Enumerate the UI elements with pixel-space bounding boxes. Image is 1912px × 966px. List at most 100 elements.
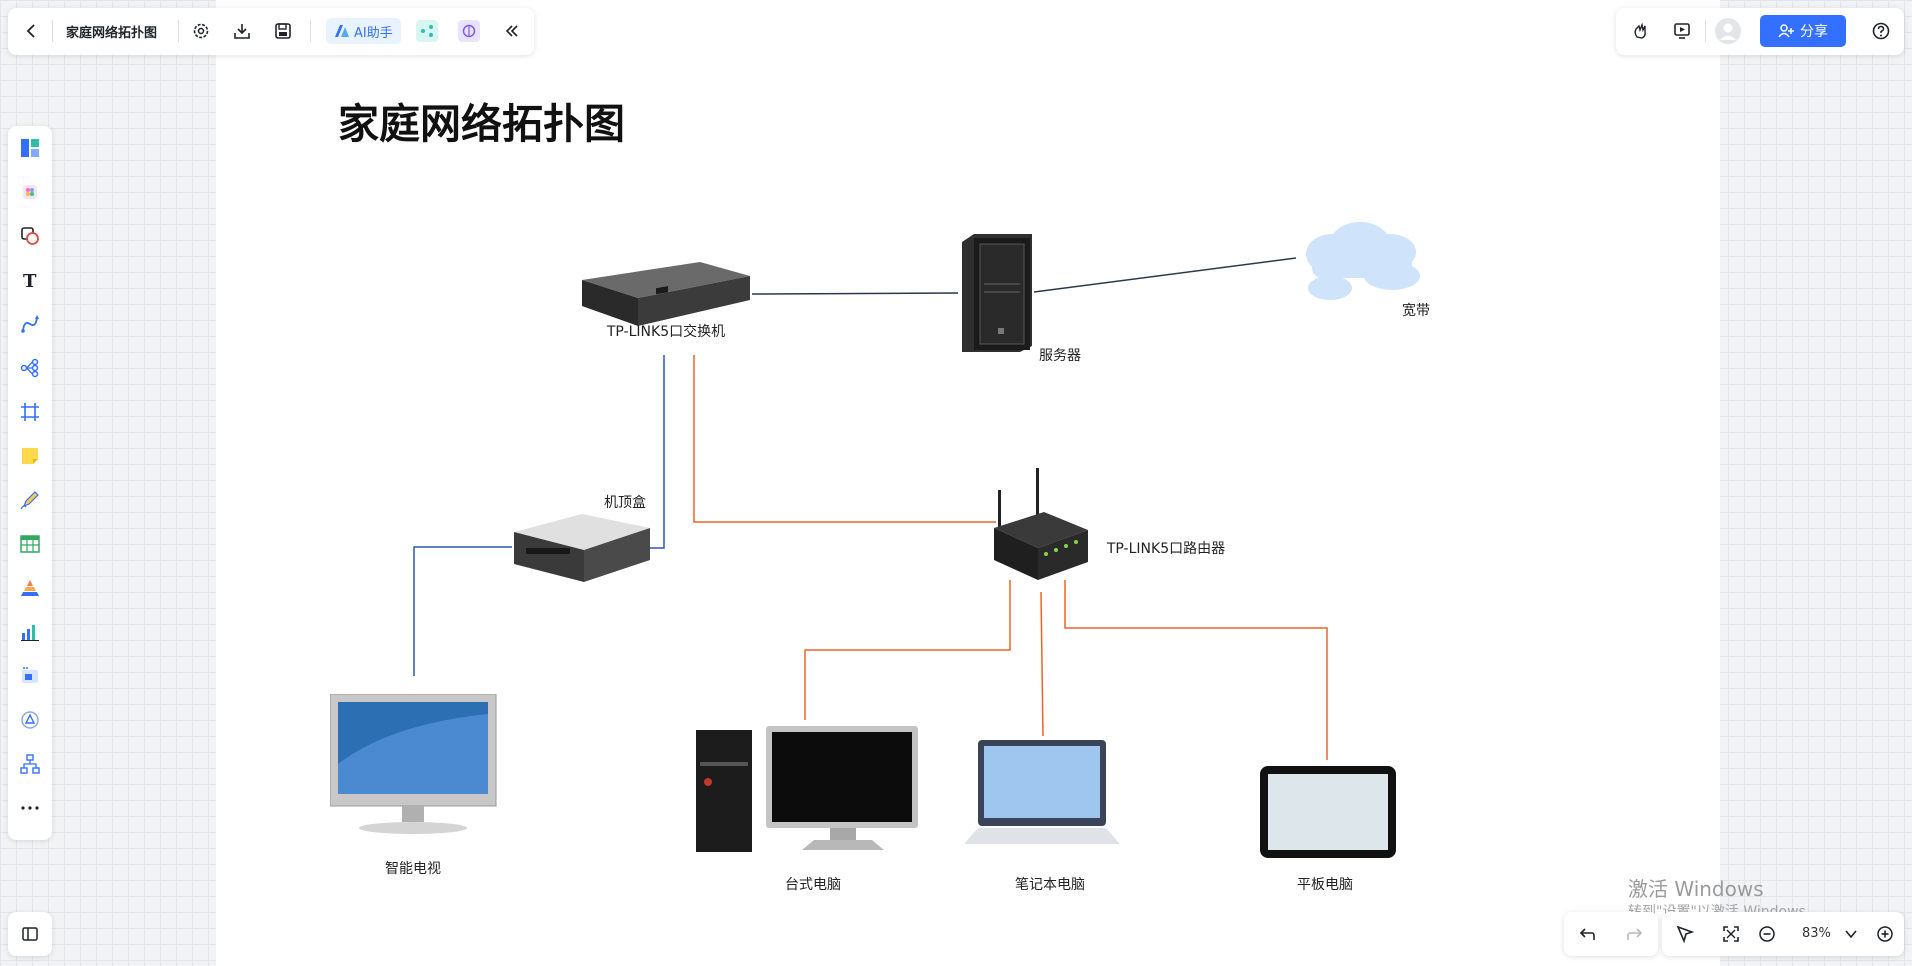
- sticky-note-icon: [22, 448, 38, 464]
- undo-icon: [1579, 928, 1595, 940]
- embed-button[interactable]: [14, 660, 46, 692]
- ai-assistant-label: AI助手: [354, 25, 393, 41]
- ai-assistant-button[interactable]: AI助手: [326, 18, 401, 44]
- router-device[interactable]: [990, 468, 1090, 584]
- chart-button[interactable]: [14, 616, 46, 648]
- broadband-label[interactable]: 宽带: [1402, 303, 1430, 319]
- link-switch-settop: [650, 355, 665, 549]
- download-button[interactable]: [227, 16, 257, 46]
- zoom-in-button[interactable]: [1870, 919, 1900, 949]
- share-button[interactable]: 分享: [1760, 15, 1846, 47]
- select-tool-button[interactable]: [1670, 919, 1700, 949]
- diagram-button[interactable]: [14, 572, 46, 604]
- settings-button[interactable]: [186, 16, 216, 46]
- outline-toggle-panel: [8, 912, 52, 956]
- pen-icon: [20, 491, 39, 510]
- back-button[interactable]: [16, 16, 46, 46]
- tablet-label[interactable]: 平板电脑: [1297, 877, 1353, 893]
- toolbar-divider: [52, 20, 53, 42]
- diagram-icon: [21, 580, 39, 596]
- link-server-broadband: [1033, 257, 1297, 293]
- text-icon: T: [23, 271, 37, 290]
- zoom-dropdown-button[interactable]: [1840, 919, 1862, 949]
- mindmap-icon: [20, 358, 39, 378]
- desktop-label[interactable]: 台式电脑: [785, 877, 841, 893]
- connector-button[interactable]: [14, 308, 46, 340]
- outline-toggle-button[interactable]: [15, 919, 45, 949]
- mindmap-button[interactable]: [14, 352, 46, 384]
- frame-button[interactable]: [14, 396, 46, 428]
- toolbar-divider: [310, 20, 311, 42]
- undo-redo-panel: [1564, 912, 1658, 956]
- document-title[interactable]: 家庭网络拓扑图: [66, 26, 158, 41]
- tablet-device[interactable]: [1258, 764, 1398, 860]
- toolbar-divider: [1705, 20, 1706, 42]
- connector-icon: [21, 315, 39, 333]
- undo-button[interactable]: [1572, 919, 1602, 949]
- settop-device[interactable]: [512, 510, 652, 584]
- server-label[interactable]: 服务器: [1039, 348, 1081, 364]
- laptop-label[interactable]: 笔记本电脑: [1015, 877, 1085, 893]
- template-button[interactable]: [14, 132, 46, 164]
- mindmap-plugin-button[interactable]: [412, 16, 442, 46]
- insert-icon: [23, 185, 37, 199]
- shape-button[interactable]: [14, 220, 46, 252]
- ai-logo-icon: [335, 25, 349, 37]
- ai-tools-button[interactable]: [14, 704, 46, 736]
- tv-label[interactable]: 智能电视: [385, 861, 441, 877]
- org-chart-button[interactable]: [14, 748, 46, 780]
- user-avatar[interactable]: [1713, 16, 1743, 46]
- pen-button[interactable]: [14, 484, 46, 516]
- tv-device[interactable]: [330, 694, 498, 840]
- help-button[interactable]: [1866, 16, 1896, 46]
- fit-screen-icon: [1723, 926, 1739, 942]
- share-label: 分享: [1800, 24, 1828, 40]
- redo-icon: [1627, 928, 1643, 940]
- shape-icon: [21, 227, 39, 245]
- more-icon: [21, 806, 39, 810]
- fit-screen-button[interactable]: [1716, 919, 1746, 949]
- laptop-device[interactable]: [964, 740, 1122, 848]
- broadband-cloud[interactable]: [1302, 214, 1426, 304]
- sidebar-panel-icon: [22, 927, 38, 941]
- zoom-out-button[interactable]: [1752, 919, 1782, 949]
- sticky-note-button[interactable]: [14, 440, 46, 472]
- top-right-toolbar: 分享: [1616, 8, 1904, 55]
- link-router-tablet: [1064, 580, 1328, 760]
- table-icon: [20, 535, 40, 553]
- collapse-toolbar-button[interactable]: [497, 16, 527, 46]
- avatar-icon: [1715, 18, 1741, 44]
- present-button[interactable]: [1667, 16, 1697, 46]
- desktop-device[interactable]: [696, 726, 922, 856]
- switch-device[interactable]: [578, 262, 752, 332]
- gear-icon: [193, 23, 209, 39]
- zoom-level[interactable]: 83%: [1802, 926, 1831, 941]
- server-device[interactable]: [962, 234, 1034, 354]
- download-icon: [234, 24, 250, 39]
- router-label[interactable]: TP-LINK5口路由器: [1106, 541, 1226, 557]
- mindmap-plugin-icon: [416, 20, 438, 42]
- redo-button[interactable]: [1620, 919, 1650, 949]
- save-button[interactable]: [268, 16, 298, 46]
- cursor-icon: [1676, 925, 1694, 943]
- link-switch-router: [693, 355, 996, 523]
- text-button[interactable]: T: [14, 264, 46, 296]
- canvas-title[interactable]: 家庭网络拓扑图: [338, 100, 625, 148]
- embed-icon: [22, 667, 38, 683]
- link-router-laptop: [1040, 591, 1044, 737]
- switch-label[interactable]: TP-LINK5口交换机: [606, 324, 726, 340]
- help-icon: [1872, 22, 1890, 40]
- back-icon: [26, 24, 35, 38]
- insert-button[interactable]: [14, 176, 46, 208]
- zoom-panel: 83%: [1662, 912, 1904, 956]
- brain-plugin-button[interactable]: [454, 16, 484, 46]
- wave-button[interactable]: [1626, 16, 1656, 46]
- more-button[interactable]: [14, 792, 46, 824]
- add-user-icon: [1778, 24, 1794, 38]
- zoom-in-icon: [1877, 926, 1893, 942]
- table-button[interactable]: [14, 528, 46, 560]
- settop-label[interactable]: 机顶盒: [604, 495, 646, 511]
- chevron-down-icon: [1845, 930, 1857, 939]
- double-chevron-left-icon: [505, 25, 518, 37]
